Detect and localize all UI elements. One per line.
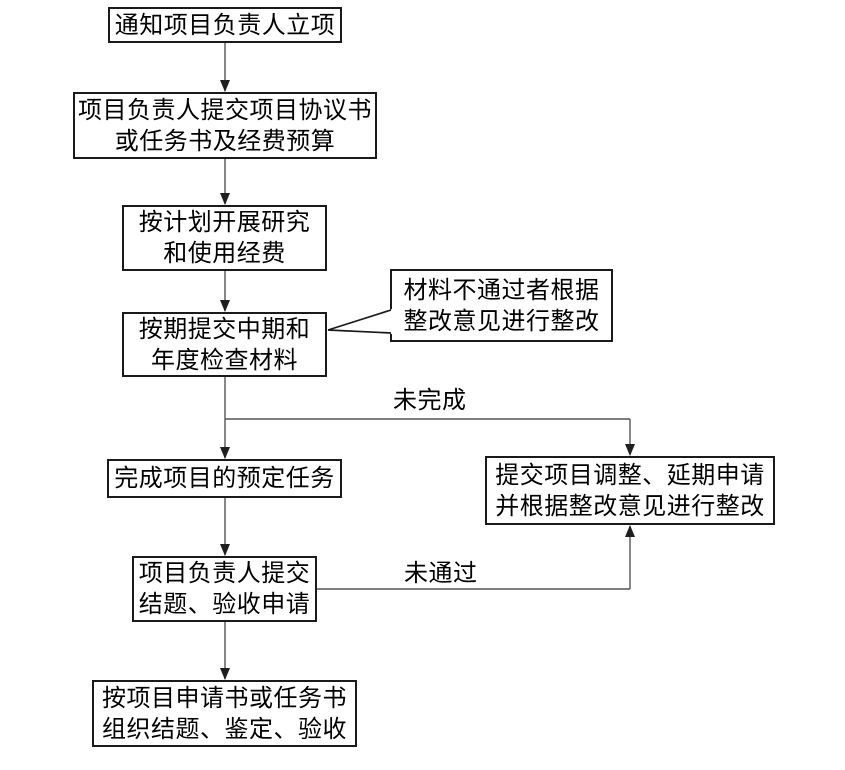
flow-node-rectify-callout: 材料不通过者根据 整改意见进行整改: [390, 269, 613, 342]
flow-node-label: 通知项目负责人立项: [114, 11, 336, 39]
flow-node-label: 完成项目的预定任务: [114, 465, 335, 492]
flow-node-notify-start: 通知项目负责人立项: [108, 7, 342, 43]
arrowhead-down-icon: [220, 80, 230, 92]
flow-node-label: 按计划开展研究 和使用经费: [138, 209, 311, 267]
flow-node-organize-acceptance: 按项目申请书或任务书 组织结题、鉴定、验收: [92, 680, 357, 747]
arrowhead-down-icon: [625, 444, 635, 456]
callout-tail-top-edge: [327, 309, 392, 331]
flow-node-adjust-postpone: 提交项目调整、延期申请 并根据整改意见进行整改: [485, 456, 775, 525]
flow-node-label: 项目负责人提交 结题、验收申请: [138, 560, 311, 618]
flow-node-label: 按项目申请书或任务书 组织结题、鉴定、验收: [102, 684, 347, 743]
flow-node-apply-acceptance: 项目负责人提交 结题、验收申请: [132, 556, 317, 622]
arrowhead-up-icon: [625, 525, 635, 537]
callout-tail-fill: [328, 309, 392, 334]
flow-node-complete-tasks: 完成项目的预定任务: [107, 459, 342, 498]
flow-node-submit-agreement: 项目负责人提交项目协议书 或任务书及经费预算: [73, 92, 377, 159]
arrowhead-down-icon: [220, 193, 230, 205]
callout-tail-bottom-edge: [327, 329, 392, 334]
flow-node-label: 材料不通过者根据 整改意见进行整改: [403, 276, 600, 335]
flow-node-submit-inspection: 按期提交中期和 年度检查材料: [122, 312, 327, 377]
edge-label-not-completed: 未完成: [393, 387, 467, 414]
arrowhead-down-icon: [220, 668, 230, 680]
arrowhead-down-icon: [220, 300, 230, 312]
arrowhead-down-icon: [220, 447, 230, 459]
flow-node-label: 提交项目调整、延期申请 并根据整改意见进行整改: [495, 461, 765, 520]
arrowhead-down-icon: [220, 544, 230, 556]
flow-node-label: 项目负责人提交项目协议书 或任务书及经费预算: [78, 96, 372, 155]
flow-node-conduct-research: 按计划开展研究 和使用经费: [122, 205, 327, 271]
flow-node-label: 按期提交中期和 年度检查材料: [138, 315, 311, 374]
edge-label-not-passed: 未通过: [404, 560, 478, 587]
